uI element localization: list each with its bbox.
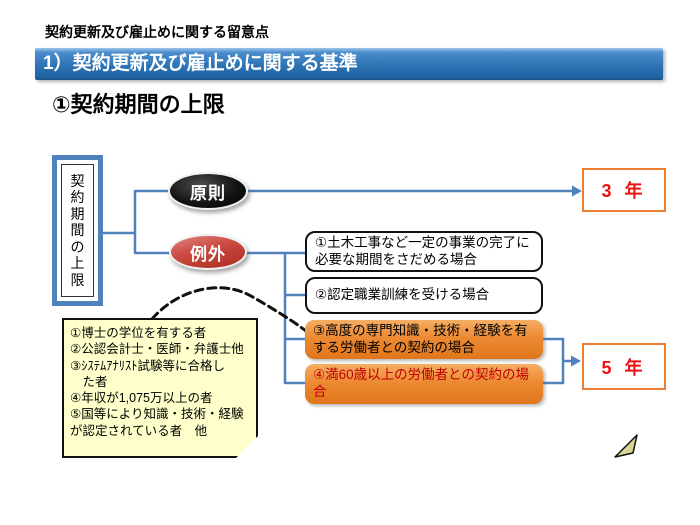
note-line: ①博士の学位を有する者 xyxy=(70,326,207,340)
exception-label: 例外 xyxy=(190,244,226,264)
exception-ellipse: 例外 xyxy=(169,234,247,270)
three-years-box: 3 年 xyxy=(582,168,666,212)
exception-arrowhead xyxy=(571,355,581,367)
contract-period-limit-inner: 契約期間の上限 xyxy=(61,164,94,297)
page-title: 契約更新及び雇止めに関する留意点 xyxy=(45,24,269,40)
note-folded-corner-icon xyxy=(614,434,638,458)
note-line: ⑤国等により知識・技術・経験 xyxy=(70,407,244,422)
exception-case-1-box: ①土木工事など一定の事業の完了に必要な期間をさだめる場合 xyxy=(305,231,543,272)
five-years-box: 5 年 xyxy=(582,343,666,390)
exception-case-2-box: ②認定職業訓練を受ける場合 xyxy=(305,277,543,314)
contract-period-limit-label: 契約期間の上限 xyxy=(70,172,85,288)
principle-label: 原則 xyxy=(190,183,226,203)
principle-arrowhead xyxy=(572,185,582,197)
sub-heading: ①契約期間の上限 xyxy=(52,92,225,117)
exception-case-3-box: ③高度の専門知識・技術・経験を有する労働者との契約の場合 xyxy=(305,320,543,359)
note-line: ②公認会計士・医師・弁護士他 xyxy=(70,342,244,357)
section-banner: 1）契約更新及び雇止めに関する基準 xyxy=(35,48,663,80)
contract-period-limit-box: 契約期間の上限 xyxy=(52,155,103,306)
principle-ellipse: 原則 xyxy=(168,172,248,210)
note-line: ③ｼｽﾃﾑｱﾅﾘｽﾄ試験等に合格し xyxy=(70,358,225,373)
note-line: た者 xyxy=(70,374,108,389)
note-line: が認定されている者 他 xyxy=(70,423,208,438)
qualified-persons-note: ①博士の学位を有する者 ②公認会計士・医師・弁護士他 ③ｼｽﾃﾑｱﾅﾘｽﾄ試験等… xyxy=(62,318,258,458)
note-line: ④年収が1,075万以上の者 xyxy=(70,391,213,405)
exception-case-4-box: ④満60歳以上の労働者との契約の場合 xyxy=(305,364,543,404)
